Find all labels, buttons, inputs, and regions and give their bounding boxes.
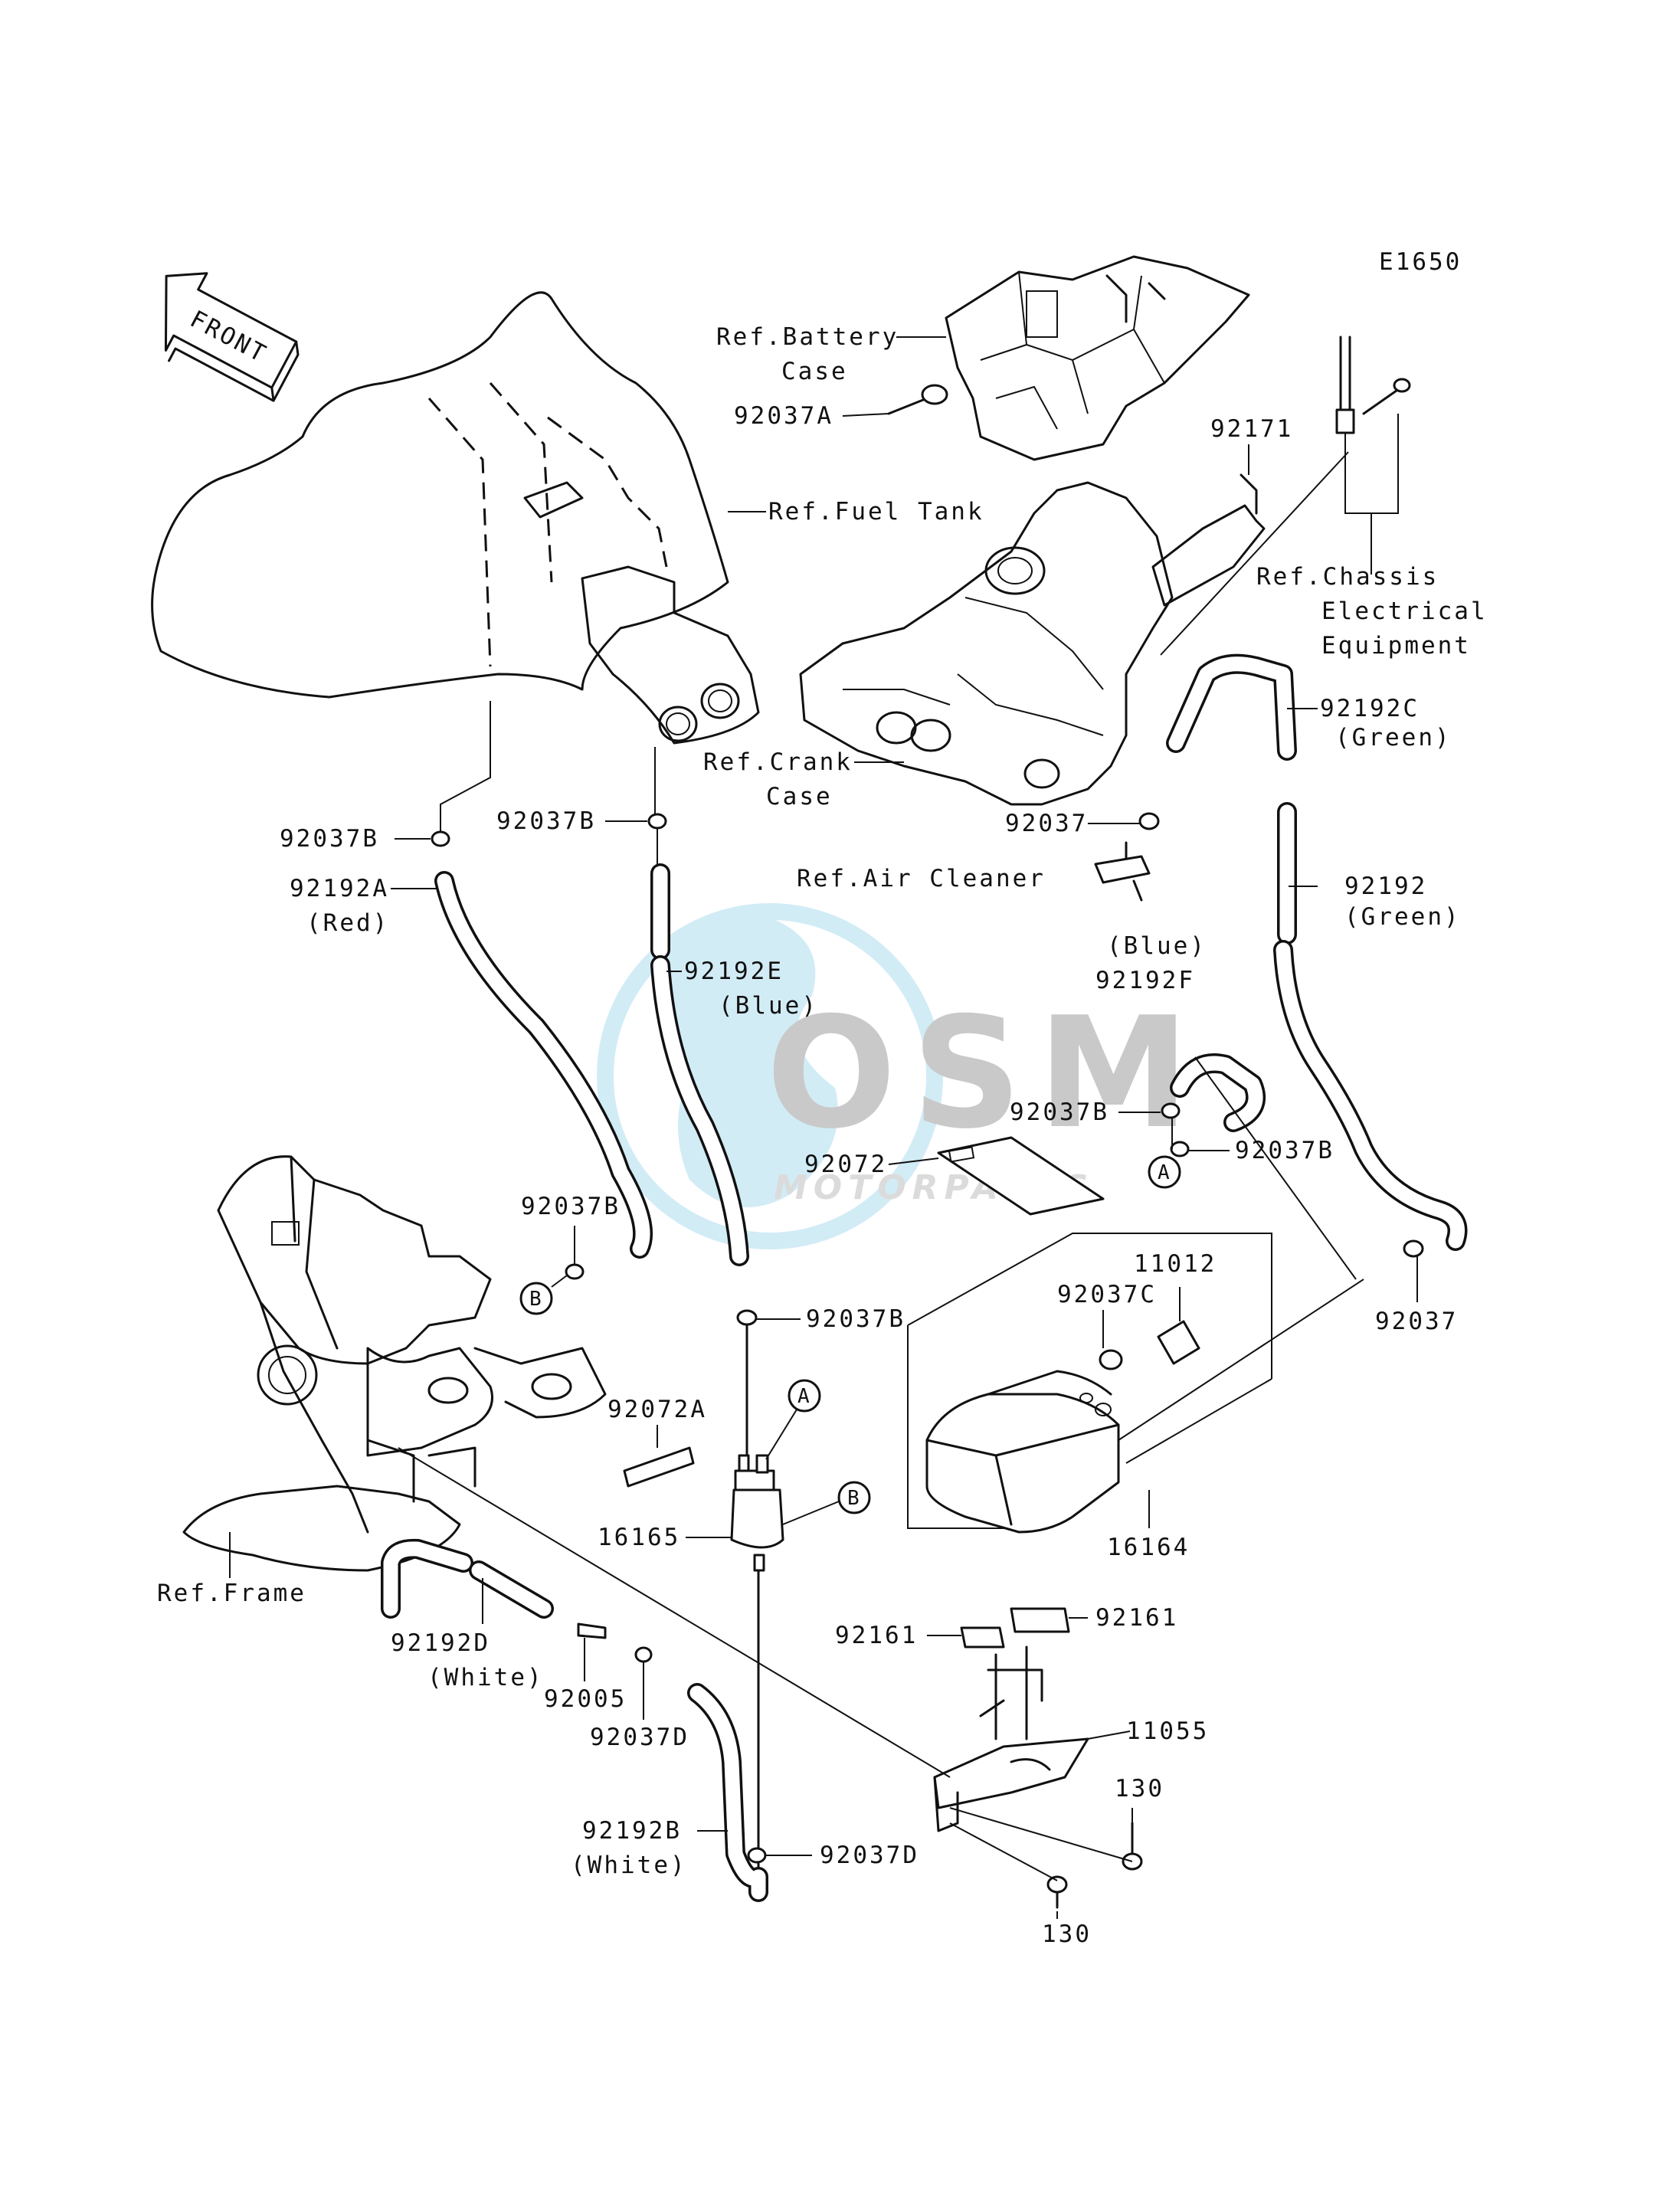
fitting-92005 xyxy=(577,1622,607,1639)
ref-battery-case-label-2: Case xyxy=(781,358,848,385)
clamp-92037c xyxy=(1099,1349,1123,1370)
part-92192e-label-1: 92192E xyxy=(684,958,784,985)
clamp-92037-top xyxy=(1138,812,1160,830)
part-92072-label: 92072 xyxy=(804,1151,887,1178)
part-92037b-mid-top-label: 92037B xyxy=(496,807,596,835)
clamp-92037b-right xyxy=(1170,1141,1190,1157)
marker-b-right-label: B xyxy=(847,1487,860,1510)
canister-16164 xyxy=(925,1370,1120,1534)
part-92192d-label-2: (White) xyxy=(427,1664,544,1691)
part-92037d-left-label: 92037D xyxy=(590,1724,689,1751)
bolt-130-top xyxy=(1122,1822,1143,1871)
part-92005-label: 92005 xyxy=(544,1685,627,1713)
part-92192-label-2: (Green) xyxy=(1344,903,1461,931)
part-92192e-label-2: (Blue) xyxy=(719,992,818,1020)
part-92192c-label-2: (Green) xyxy=(1335,724,1452,751)
marker-b-left xyxy=(519,1282,553,1315)
marker-b-left-label: B xyxy=(529,1288,542,1311)
marker-a-top xyxy=(1148,1155,1181,1189)
ref-fuel-tank-label: Ref.Fuel Tank xyxy=(768,498,984,526)
marker-a-bottom xyxy=(788,1379,821,1413)
marker-b-right xyxy=(837,1481,871,1514)
ref-chassis-electrical-label-2: Electrical xyxy=(1321,598,1488,625)
part-92037-right-label: 92037 xyxy=(1375,1308,1458,1335)
strap-92072a xyxy=(623,1446,695,1488)
part-16164-label: 16164 xyxy=(1107,1534,1190,1561)
fuel-tank xyxy=(151,291,760,745)
part-92192b-label-2: (White) xyxy=(571,1852,687,1879)
part-92037a-label: 92037A xyxy=(734,402,833,430)
part-92192-label-1: 92192 xyxy=(1344,873,1427,900)
part-130-top-label: 130 xyxy=(1115,1775,1164,1802)
part-92037b-right-label: 92037B xyxy=(1235,1137,1335,1164)
ref-chassis-electrical-label-3: Equipment xyxy=(1321,632,1471,660)
ref-crank-case-label-2: Case xyxy=(766,783,833,810)
bracket-92171 xyxy=(1151,473,1266,607)
part-92192f-label-1: (Blue) xyxy=(1107,932,1207,960)
part-92192b-label-1: 92192B xyxy=(582,1817,682,1845)
clamp-92037b-center xyxy=(1161,1102,1181,1119)
part-92161-left-label: 92161 xyxy=(835,1622,918,1649)
watermark-logo: OSM xyxy=(766,984,1205,1163)
pad-92161-left xyxy=(960,1626,1005,1649)
clamp-92037b-low-center xyxy=(736,1309,758,1326)
part-92192d-label-1: 92192D xyxy=(391,1629,490,1657)
ref-air-cleaner-label: Ref.Air Cleaner xyxy=(797,865,1046,892)
ref-crank-case-label-1: Ref.Crank xyxy=(703,748,853,776)
bolt-92037a xyxy=(887,384,948,415)
clamp-92037b-mid-top xyxy=(647,813,667,830)
diagram-code: E1650 xyxy=(1379,248,1462,276)
part-92192c-label-1: 92192C xyxy=(1320,695,1420,722)
pad-92161-right xyxy=(1010,1607,1070,1633)
part-92037b-left-low-label: 92037B xyxy=(521,1193,621,1220)
part-92037b-low-center-label: 92037B xyxy=(806,1305,905,1333)
marker-a-top-label: A xyxy=(1158,1161,1170,1184)
clamp-92037-right xyxy=(1403,1239,1424,1258)
part-92161-right-label: 92161 xyxy=(1095,1604,1178,1632)
part-92037c-label: 92037C xyxy=(1057,1281,1157,1308)
part-92072a-label: 92072A xyxy=(607,1396,707,1423)
part-92192a-label-1: 92192A xyxy=(290,875,389,902)
marker-a-bottom-label: A xyxy=(797,1385,810,1408)
clamp-92037d-bottom xyxy=(747,1847,767,1864)
part-92037b-left-top-label: 92037B xyxy=(280,825,379,853)
ref-battery-case-label-1: Ref.Battery xyxy=(716,323,899,351)
part-92037d-bottom-label: 92037D xyxy=(820,1842,919,1869)
fuel-filter-16165 xyxy=(730,1324,784,1871)
ref-chassis-electrical-label-1: Ref.Chassis xyxy=(1256,563,1439,591)
bracket-11055 xyxy=(933,1645,1089,1832)
bolt-130-bottom xyxy=(1046,1875,1068,1909)
clamp-92037b-left-top xyxy=(431,830,450,847)
part-92171-label: 92171 xyxy=(1210,415,1293,443)
air-cleaner-fitting xyxy=(1094,841,1151,902)
crank-case xyxy=(799,481,1174,806)
part-92037-top-label: 92037 xyxy=(1005,810,1088,837)
battery-case xyxy=(945,255,1250,461)
part-92192f-label-2: 92192F xyxy=(1095,967,1195,994)
part-11012-label: 11012 xyxy=(1134,1250,1217,1278)
part-11055-label: 11055 xyxy=(1126,1717,1209,1745)
part-92037b-center-label: 92037B xyxy=(1010,1098,1109,1126)
clamp-92037b-left-low xyxy=(565,1263,585,1280)
strap-92072 xyxy=(937,1136,1105,1216)
clamp-92037d-left xyxy=(634,1646,653,1663)
part-92192a-label-2: (Red) xyxy=(306,909,389,937)
ref-frame-label: Ref.Frame xyxy=(157,1580,306,1607)
cap-11012 xyxy=(1157,1320,1200,1365)
frame xyxy=(182,1155,607,1572)
front-arrow-icon: FRONT xyxy=(164,272,300,402)
part-130-bottom-label: 130 xyxy=(1042,1920,1092,1948)
part-16165-label: 16165 xyxy=(598,1524,680,1551)
